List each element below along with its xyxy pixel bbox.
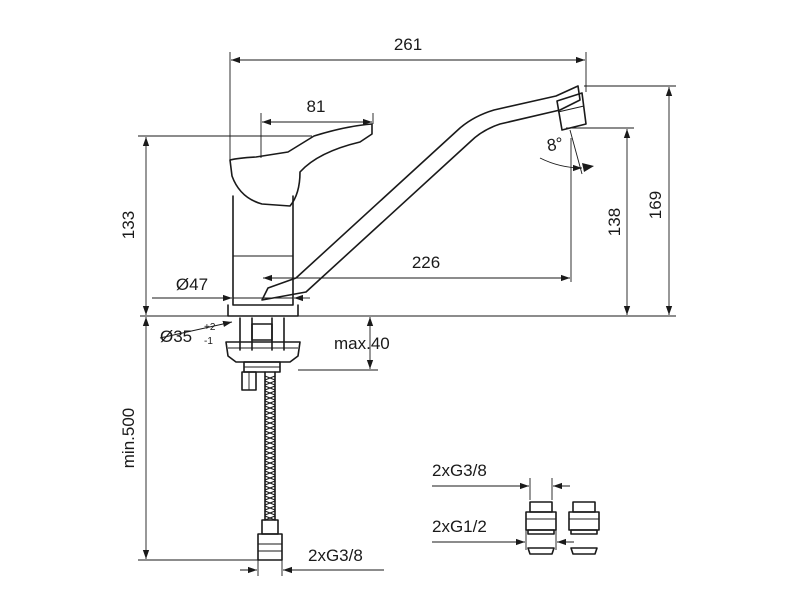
- braided-hose: [257, 371, 283, 561]
- hose-braid-stroke: [264, 430, 276, 436]
- hose-braid-stroke: [264, 385, 276, 391]
- hose-braid-stroke: [264, 420, 276, 426]
- hose-braid-stroke: [264, 395, 276, 401]
- hose-braid-stroke: [264, 440, 276, 446]
- dimension-226: 226: [263, 138, 572, 282]
- hose-braid-stroke: [264, 465, 276, 471]
- hose-braid-stroke: [264, 410, 276, 416]
- adapter-right: [568, 501, 600, 555]
- dimension-hose-thread: 2xG3/8: [240, 546, 384, 576]
- mounting-hardware: [225, 317, 301, 391]
- dimension-label-max-40: max.40: [334, 334, 390, 353]
- hose-braid-stroke: [264, 460, 276, 466]
- hose-braid-stroke: [264, 445, 276, 451]
- dimension-label-min-500: min.500: [119, 408, 138, 468]
- hose-braid-stroke: [264, 380, 276, 386]
- adapter-label-bottom: 2xG1/2: [432, 517, 487, 536]
- hose-braid-stroke: [264, 475, 276, 481]
- hose-braid-stroke: [264, 510, 276, 516]
- dimension-label-hose-thread: 2xG3/8: [308, 546, 363, 565]
- hose-braid-stroke: [264, 485, 276, 491]
- adapter-pair: 2xG3/8 2xG1/2: [432, 461, 600, 555]
- dimension-261: 261: [229, 35, 587, 160]
- tolerance-upper: +2: [204, 322, 216, 333]
- dimension-max-40: max.40: [298, 317, 390, 371]
- dimension-label-261: 261: [394, 35, 422, 54]
- dimension-label-diameter-47: Ø47: [176, 275, 208, 294]
- dimension-label-81: 81: [307, 97, 326, 116]
- dimension-label-226: 226: [412, 253, 440, 272]
- hose-braid-stroke: [264, 400, 276, 406]
- hose-braid-stroke: [264, 455, 276, 461]
- hose-braid-stroke: [264, 425, 276, 431]
- hose-braid-stroke: [264, 375, 276, 381]
- dimension-label-angle: 8°: [545, 134, 564, 156]
- hose-braid-stroke: [264, 435, 276, 441]
- dimension-diameter-47: Ø47: [152, 275, 310, 302]
- hose-braid-stroke: [264, 500, 276, 506]
- adapter-left: [525, 501, 557, 555]
- hose-braid-stroke: [264, 450, 276, 456]
- adapter-label-top: 2xG3/8: [432, 461, 487, 480]
- dimension-81: 81: [260, 97, 374, 158]
- hose-braid-stroke: [264, 405, 276, 411]
- dimension-label-diameter-35: Ø35: [160, 327, 192, 346]
- aerator: [556, 92, 587, 131]
- tolerance-lower: -1: [204, 336, 213, 347]
- dimension-133: 133: [119, 135, 312, 315]
- dimension-label-169: 169: [646, 191, 665, 219]
- dimension-min-500: min.500: [119, 317, 258, 561]
- lever-handle: [229, 123, 373, 207]
- hose-braid-stroke: [264, 505, 276, 511]
- dimension-diameter-35: Ø35 +2 -1: [159, 320, 233, 347]
- dimension-label-133: 133: [119, 211, 138, 239]
- hose-braid-stroke: [264, 490, 276, 496]
- dimension-angle-8: 8°: [539, 129, 594, 175]
- dimension-138: 138: [566, 127, 634, 315]
- hose-braid-stroke: [264, 480, 276, 486]
- dimension-label-138: 138: [605, 208, 624, 236]
- hose-braid-stroke: [264, 415, 276, 421]
- faucet-outline: [140, 85, 587, 317]
- dimension-169: 169: [298, 85, 676, 317]
- hose-braid-stroke: [264, 470, 276, 476]
- hose-braid-stroke: [264, 390, 276, 396]
- hose-braid-stroke: [264, 495, 276, 501]
- spout: [261, 85, 581, 301]
